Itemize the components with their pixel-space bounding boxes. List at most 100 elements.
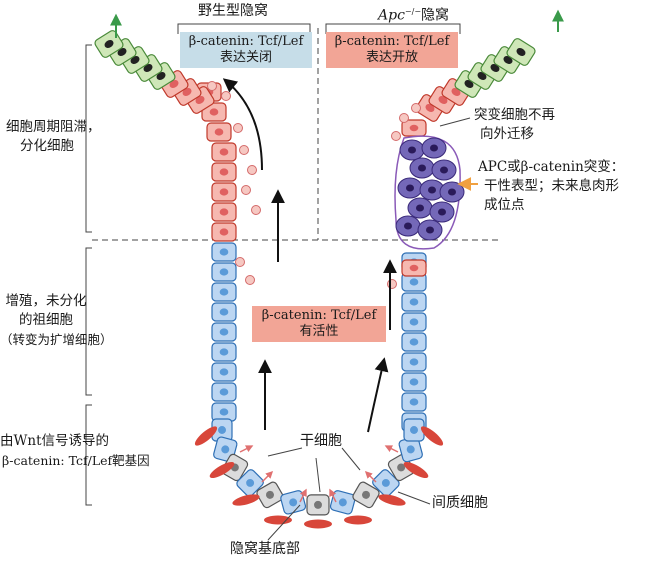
expression-on-line2: 表达开放 [365,50,418,65]
stromal-cell-0 [194,426,218,446]
red-cell-left-1-nucleus [219,208,229,216]
mutant-cell-nucleus-2 [418,164,426,172]
mutant-cell-nucleus-6 [448,188,456,196]
green-cell-right-5-nucleus [490,64,500,72]
stromal-cell-4 [304,519,332,529]
vesicle-0 [239,145,249,155]
red-cell-right-1-nucleus [409,124,419,132]
base-cell-12-nucleus [410,426,418,434]
red-cell-right-0 [401,259,427,277]
blue-cell-right-5 [401,352,427,372]
red-cell-right-0-nucleus [409,264,419,272]
mutant-cell-nucleus-10 [426,226,434,234]
signal-arrow-0 [239,445,254,453]
arrest-label: 细胞周期阻滞， 分化细胞 [6,118,101,156]
expression-off-line2: 表达关闭 [219,50,272,65]
base-pointer [267,504,301,541]
base-cell-9-nucleus [381,478,390,487]
prolif-line2: 的祖细胞 [19,312,73,328]
prolif-line3: （转变为扩增细胞） [0,332,113,347]
blue-cell-right-5-nucleus [409,358,419,366]
active-line1: β-catenin: Tcf/Lef [261,308,377,323]
blue-cell-right-2-nucleus [409,298,419,306]
blue-cell-right-7-nucleus [409,398,419,406]
mutant-clump-outline [394,135,461,250]
stromal-pointer [397,491,431,505]
vesicle-1 [247,165,257,175]
base-cell-0-nucleus [218,426,226,434]
base-cell-9 [372,469,400,497]
signal-arrow-2 [299,488,307,503]
red-cell-left-4-nucleus [219,148,229,156]
nomigrate-line2: 向外迁移 [480,126,534,142]
green-cell-left-7-nucleus [104,40,114,48]
red-top-cell-right-0-nucleus [425,104,435,112]
vesicle-12 [387,279,397,289]
expression-on-line1: β-catenin: Tcf/Lef [334,34,450,49]
blue-cell-right-6 [401,372,427,392]
apc-title: Apc−/−隐窝 [378,2,449,26]
green-cell-left-5-nucleus [130,56,140,64]
stem-cell-10-nucleus [397,463,406,472]
stromal-cells-label: 间质细胞 [432,495,488,511]
red-cell-left-0 [211,222,237,242]
blue-cell-right-7 [401,392,427,412]
blue-cell-left-5-nucleus [219,348,229,356]
red-cell-left-3 [211,162,237,182]
arrest-bracket [85,44,92,233]
green-cell-right-3-nucleus [464,80,474,88]
apc-title-suffix: 隐窝 [421,7,450,24]
mutation-line2: 干性表型；未来息肉形 [484,178,619,194]
apc-genotype: −/− [404,7,422,16]
base-cell-5-nucleus [289,498,298,507]
mutation-line3: 成位点 [484,197,525,213]
stem-cell-8 [352,481,380,509]
nomigrate-pointer [439,117,471,127]
stromal-cell-2 [232,494,260,506]
blue-cell-left-3-nucleus [219,308,229,316]
red-cell-left-2 [211,182,237,202]
vesicle-3 [251,205,261,215]
apc-gene-name: Apc [378,7,405,24]
vesicle-8 [411,103,421,113]
base-cell-3-nucleus [246,478,255,487]
stromal-cell-3 [264,515,292,525]
expression-off-box: β-catenin: Tcf/Lef 表达关闭 [180,32,312,68]
blue-cell-right-3 [401,312,427,332]
red-top-cell-left-1-nucleus [182,88,192,96]
stem-pointer-left [267,447,303,457]
blue-cell-left-3 [211,302,237,322]
blue-cell-right-4 [401,332,427,352]
signal-arrow-3 [329,488,337,503]
red-top-cell-left-2-nucleus [169,80,179,88]
blue-cell-left-4 [211,322,237,342]
stromal-cell-5 [344,515,372,525]
stem-cell-2 [221,453,249,482]
wildtype-bracket [177,23,311,34]
red-cell-left-4 [211,142,237,162]
stem-cell-4 [256,481,284,509]
vesicle-5 [207,81,217,91]
mutant-cell-nucleus-5 [428,186,436,194]
base-cell-12 [403,418,425,442]
vesicle-4 [233,123,243,133]
base-cell-5 [280,490,307,515]
prolif-label: 增殖，未分化 的祖细胞 （转变为扩增细胞） [0,292,113,349]
red-cell-left-6-nucleus [209,108,219,116]
mutant-cell-nucleus-3 [440,166,448,174]
mutant-cell-nucleus-8 [438,208,446,216]
flow-arrow-right-low [367,357,389,433]
arrest-line1: 细胞周期阻滞， [6,119,101,135]
blue-cell-left-7 [211,382,237,402]
prolif-bracket [85,247,92,396]
base-cell-7-nucleus [338,498,347,507]
base-cell-1-nucleus [221,445,230,454]
base-cell-11-nucleus [406,445,415,454]
signal-arrow-1 [261,470,274,483]
blue-cell-left-8 [211,402,237,422]
stromal-cell-8 [420,426,444,446]
base-cell-3 [236,469,264,497]
expression-off-line1: β-catenin: Tcf/Lef [188,34,304,49]
active-box: β-catenin: Tcf/Lef 有活性 [252,306,386,342]
